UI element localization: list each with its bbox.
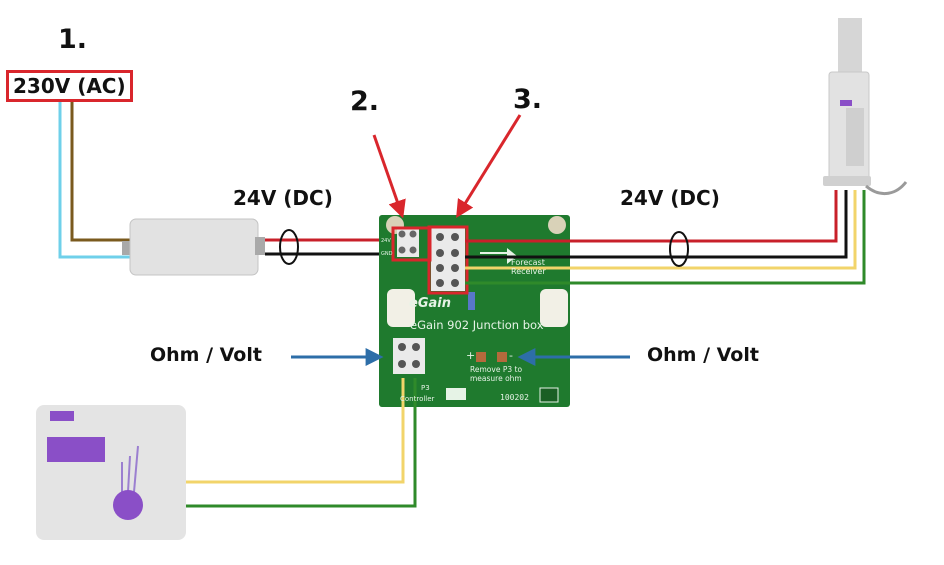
callout-3: 3. bbox=[513, 84, 543, 115]
dc-red-wire-right bbox=[465, 190, 838, 243]
callout-1: 1. bbox=[58, 24, 88, 55]
ferrite-right-icon bbox=[669, 231, 689, 267]
board-minus: - bbox=[509, 349, 513, 362]
mains-blue-wire bbox=[58, 100, 132, 259]
signal-yellow-wire-right bbox=[465, 190, 857, 270]
dc-black-wire-right bbox=[465, 190, 848, 259]
controller-device-icon bbox=[36, 405, 186, 540]
board-forecast-label: Forecast Receiver bbox=[511, 258, 546, 276]
controller-green-wire bbox=[183, 378, 417, 508]
board-controller: Controller bbox=[400, 395, 435, 403]
board-sub-24v: 24V bbox=[381, 238, 391, 244]
signal-green-wire-right bbox=[465, 190, 866, 285]
measure-label-right: Ohm / Volt bbox=[647, 344, 759, 366]
board-sub-gnd: GND bbox=[381, 251, 393, 257]
controller-yellow-wire bbox=[183, 378, 405, 484]
board-plus: + bbox=[466, 349, 476, 362]
board-p3: P3 bbox=[421, 384, 430, 392]
mains-brown-wire bbox=[70, 100, 132, 242]
board-remove-note: Remove P3 to measure ohm bbox=[470, 365, 523, 383]
mains-voltage-label: 230V (AC) bbox=[6, 70, 133, 102]
terminal-highlight-3 bbox=[427, 225, 469, 295]
forecast-receiver-icon bbox=[823, 18, 908, 195]
board-title: eGain 902 Junction box bbox=[410, 318, 544, 332]
board-serial: 100202 bbox=[500, 393, 529, 402]
measure-label-left: Ohm / Volt bbox=[150, 344, 262, 366]
callout-arrow-3 bbox=[456, 114, 522, 219]
callout-arrow-2 bbox=[372, 134, 406, 219]
dc-voltage-label-right: 24V (DC) bbox=[620, 186, 720, 210]
board-brand: eGain bbox=[409, 296, 451, 311]
callout-2: 2. bbox=[350, 86, 380, 117]
dc-voltage-label-left: 24V (DC) bbox=[233, 186, 333, 210]
power-adapter-icon bbox=[122, 218, 265, 276]
ferrite-left-icon bbox=[279, 229, 299, 265]
